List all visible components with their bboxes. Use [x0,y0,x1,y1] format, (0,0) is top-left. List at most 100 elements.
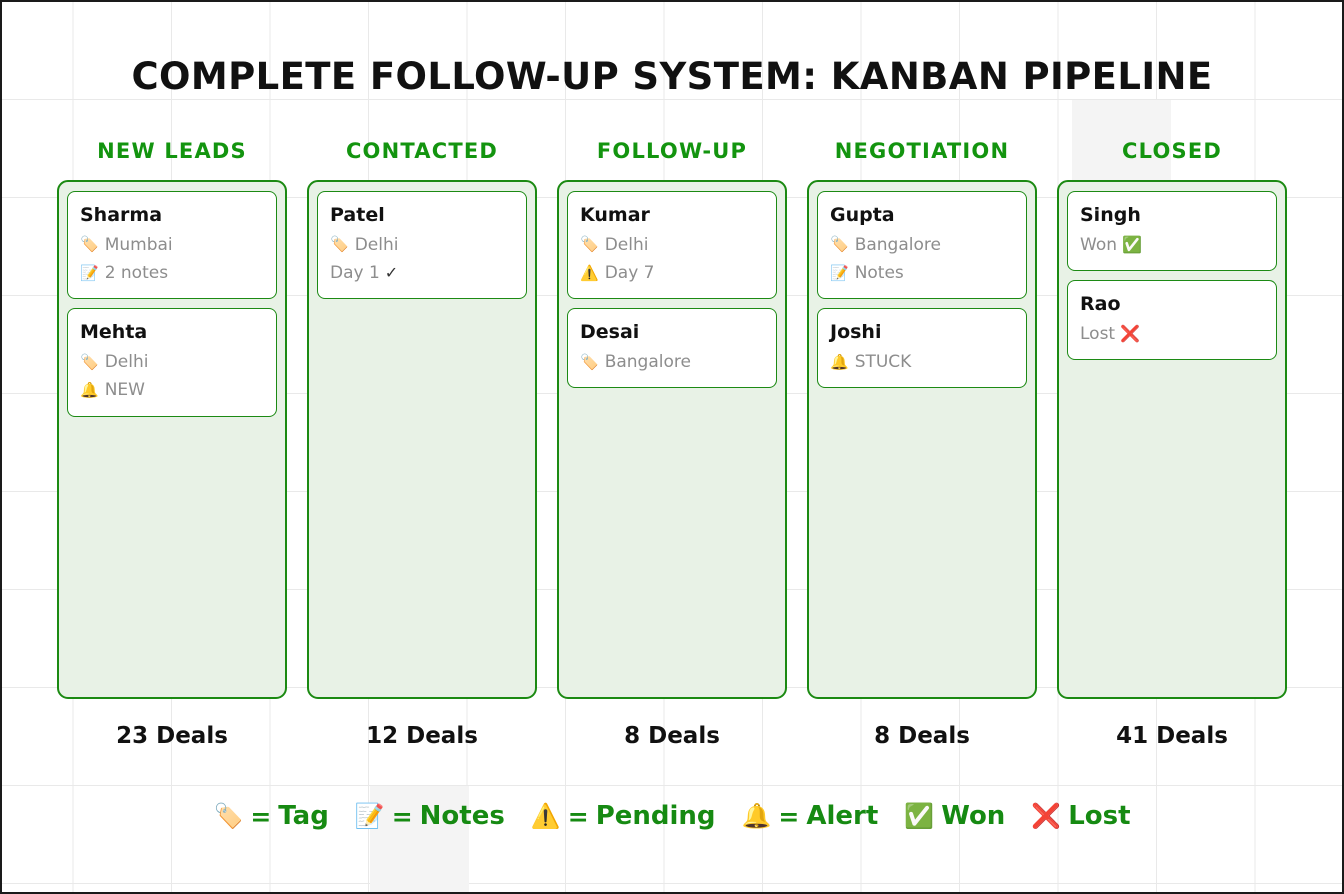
deal-card-detail: 🏷️ Mumbai [80,232,264,258]
deal-card-detail-text: Delhi [354,234,399,255]
column-header: NEW LEADS [97,139,247,163]
legend-label: Notes [419,801,505,831]
legend-item: 📝=Notes [355,803,505,829]
won-icon: ✅ [1122,234,1142,254]
alert-bell-icon: 🔔 [741,802,772,830]
legend-label: Alert [806,801,879,831]
grid-cell-highlight-legend [370,786,469,894]
won-icon: ✅ [904,802,935,830]
deal-card-detail: 🔔 STUCK [830,349,1014,375]
deal-card[interactable]: Kumar 🏷️Delhi ⚠️ Day 7 [567,191,777,300]
legend-equals-sign: = [567,801,589,831]
column-deal-count: 41 Deals [1116,723,1228,749]
deal-card-detail-text: 2 notes [104,262,169,283]
deal-card-detail-text: Mumbai [104,234,173,255]
deal-card[interactable]: Desai 🏷️ Bangalore [567,308,777,389]
deal-card[interactable]: Joshi 🔔 STUCK [817,308,1027,389]
deal-card-detail: Won✅ [1080,232,1264,258]
deal-card-detail: Day 1✓ [330,260,514,286]
deal-card-name: Joshi [830,321,882,344]
deal-card-name: Mehta [80,321,148,344]
deal-card-detail-text: STUCK [854,351,912,372]
deal-card-detail-text: Lost [1080,323,1116,344]
column-header: CONTACTED [345,139,499,163]
column-deal-count: 23 Deals [116,723,228,749]
deal-card-detail-text: Day 7 [604,262,655,283]
deal-card-detail: 🏷️Delhi [580,232,764,258]
notes-icon: 📝 [830,263,849,282]
legend-equals-sign: = [778,801,800,831]
tag-icon: 🏷️ [213,802,244,830]
deal-card-detail-text: Bangalore [604,351,691,372]
notes-icon: 📝 [354,802,385,830]
tag-icon: 🏷️ [830,235,849,254]
deal-card-detail-text: NEW [104,380,145,401]
deal-card-detail: 🏷️ Bangalore [580,349,764,375]
column-deal-count: 8 Deals [874,723,970,749]
legend-label: Won [941,801,1006,831]
pending-warning-icon: ⚠️ [530,802,561,830]
deal-card-name: Sharma [80,204,163,226]
column-header: CLOSED [1122,139,1222,163]
deal-card-detail-text: Day 1 [330,262,380,283]
deal-card-name: Gupta [830,204,895,226]
deal-card-detail-text: Delhi [104,351,149,372]
alert-bell-icon: 🔔 [830,352,849,371]
legend-label: Lost [1068,801,1131,831]
deal-card[interactable]: Sharma 🏷️ Mumbai 📝 2 notes [67,191,277,300]
kanban-column-follow-up: FOLLOW-UP Kumar 🏷️Delhi ⚠️ Day 7 Desai 🏷️ Banga… [557,138,787,758]
deal-card-name: Kumar [580,204,650,226]
deal-card-detail: Lost❌ [1080,321,1264,347]
tag-icon: 🏷️ [80,235,99,254]
notes-icon: 📝 [80,263,99,282]
deal-card-name: Patel [330,204,385,226]
column-deal-count: 12 Deals [366,723,478,749]
tag-icon: 🏷️ [80,352,99,371]
legend-label: Pending [595,801,716,831]
deal-card-name: Desai [580,321,640,344]
deal-card-name: Rao [1080,292,1121,315]
legend-item: ❌Lost [1031,803,1130,829]
legend-item: ✅Won [904,803,1005,829]
legend-equals-sign: = [250,801,272,831]
deal-card-detail-text: Delhi [604,234,649,255]
deal-card-detail: 🔔 NEW [80,377,264,403]
alert-bell-icon: 🔔 [80,380,99,399]
pending-warning-icon: ⚠️ [580,263,599,282]
column-deal-count: 8 Deals [624,723,720,749]
legend-item: ⚠️=Pending [531,803,716,829]
deal-card-detail-text: Bangalore [854,234,941,255]
lost-icon: ❌ [1031,802,1062,830]
deal-card-detail: ⚠️ Day 7 [580,260,764,286]
deal-card-detail: 🏷️ Bangalore [830,232,1014,258]
deal-card-detail: 🏷️ Delhi [80,349,264,375]
column-dropzone[interactable]: Kumar 🏷️Delhi ⚠️ Day 7 Desai 🏷️ Bangalore [557,180,787,699]
tag-icon: 🏷️ [580,352,599,371]
deal-card-detail: 📝 2 notes [80,260,264,286]
legend-item: 🔔=Alert [742,803,879,829]
legend-item: 🏷️=Tag [213,803,328,829]
column-header: FOLLOW-UP [596,139,748,163]
tag-icon: 🏷️ [330,235,349,254]
deal-card-detail: 🏷️ Delhi [330,232,514,258]
legend-bar: 🏷️=Tag📝=Notes⚠️=Pending🔔=Alert✅Won❌Lost [0,803,1344,829]
deal-card-detail: 📝 Notes [830,260,1014,286]
legend-equals-sign: = [391,801,413,831]
deal-card-detail-text: Notes [854,262,904,283]
deal-card[interactable]: Mehta 🏷️ Delhi 🔔 NEW [67,308,277,417]
legend-label: Tag [278,801,329,831]
deal-card[interactable]: Gupta 🏷️ Bangalore 📝 Notes [817,191,1027,300]
